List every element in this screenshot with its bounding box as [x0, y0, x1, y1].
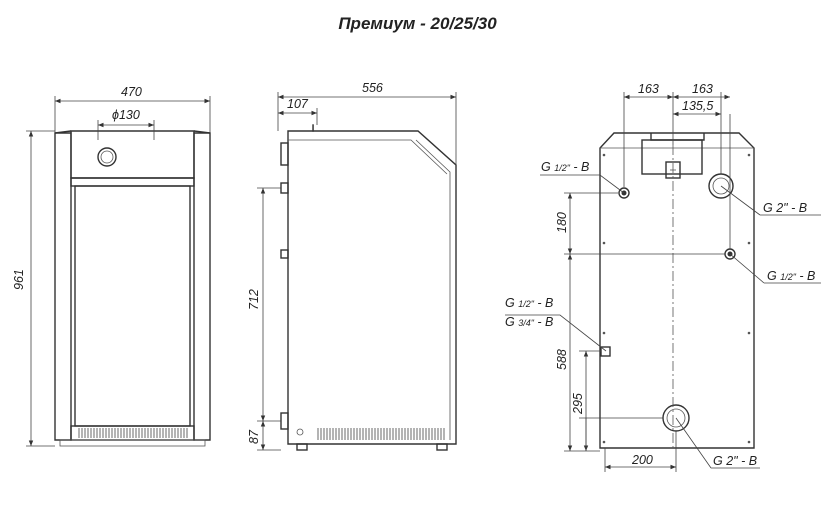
rear-rivets: [602, 153, 751, 444]
front-header-strip: [70, 177, 195, 187]
label-mid-connection-a: G 1/2" - B: [505, 296, 553, 310]
front-width-dim: 470: [121, 85, 142, 99]
side-vent-grille: [317, 428, 445, 440]
label-return-connection: G 2" - B: [713, 454, 757, 468]
rear-drain-connection: [600, 346, 611, 357]
side-body: [287, 130, 457, 445]
front-plinth: [59, 439, 206, 447]
side-return-connection: [280, 412, 289, 430]
front-height-dim: 961: [12, 269, 26, 290]
label-flow-connection: G 2" - B: [763, 201, 807, 215]
side-bottom-height-dim: 87: [247, 429, 261, 444]
rear-295-dim: 295: [571, 393, 585, 415]
side-upper-connection: [280, 182, 289, 194]
side-connection-height-dim: 712: [247, 289, 261, 310]
rear-upper-left-connection: [618, 187, 630, 199]
rear-left-dim: 163: [638, 82, 659, 96]
label-mid-connection-b: G 3/4" - B: [505, 315, 553, 329]
rear-center-offset-dim: 135,5: [682, 99, 713, 113]
side-depth-dim: 556: [362, 81, 383, 95]
front-view: 470 ϕ130 961: [12, 85, 211, 447]
side-view: 556 107 712 87: [247, 81, 457, 451]
rear-view: 163 163 135,5 180 588 295 200 G 1/2" - B…: [505, 82, 821, 472]
front-flue-diameter-dim: ϕ130: [112, 108, 140, 122]
side-foot-front: [296, 443, 308, 451]
front-flue-outlet: [97, 147, 117, 167]
front-door: [74, 185, 191, 427]
side-flue-stub: [280, 142, 289, 166]
rear-180-dim: 180: [555, 212, 569, 233]
rear-588-dim: 588: [555, 349, 569, 370]
front-vent-grille: [78, 428, 188, 438]
rear-200-dim: 200: [631, 453, 653, 467]
label-right-connection: G 1/2" - B: [767, 269, 815, 283]
front-base: [70, 425, 195, 441]
front-left-side-panel: [54, 132, 72, 441]
side-mid-connection: [280, 249, 289, 259]
rear-flue-box: [641, 139, 703, 175]
rear-right-dim: 163: [692, 82, 713, 96]
front-top-bevel: [54, 130, 211, 134]
front-right-side-panel: [193, 132, 211, 441]
front-top-panel: [70, 130, 195, 179]
label-top-left-connection: G 1/2" - B: [541, 160, 589, 174]
drawing-title: Премиум - 20/25/30: [338, 14, 497, 33]
side-foot-rear: [436, 443, 448, 451]
side-flue-offset-dim: 107: [287, 97, 309, 111]
